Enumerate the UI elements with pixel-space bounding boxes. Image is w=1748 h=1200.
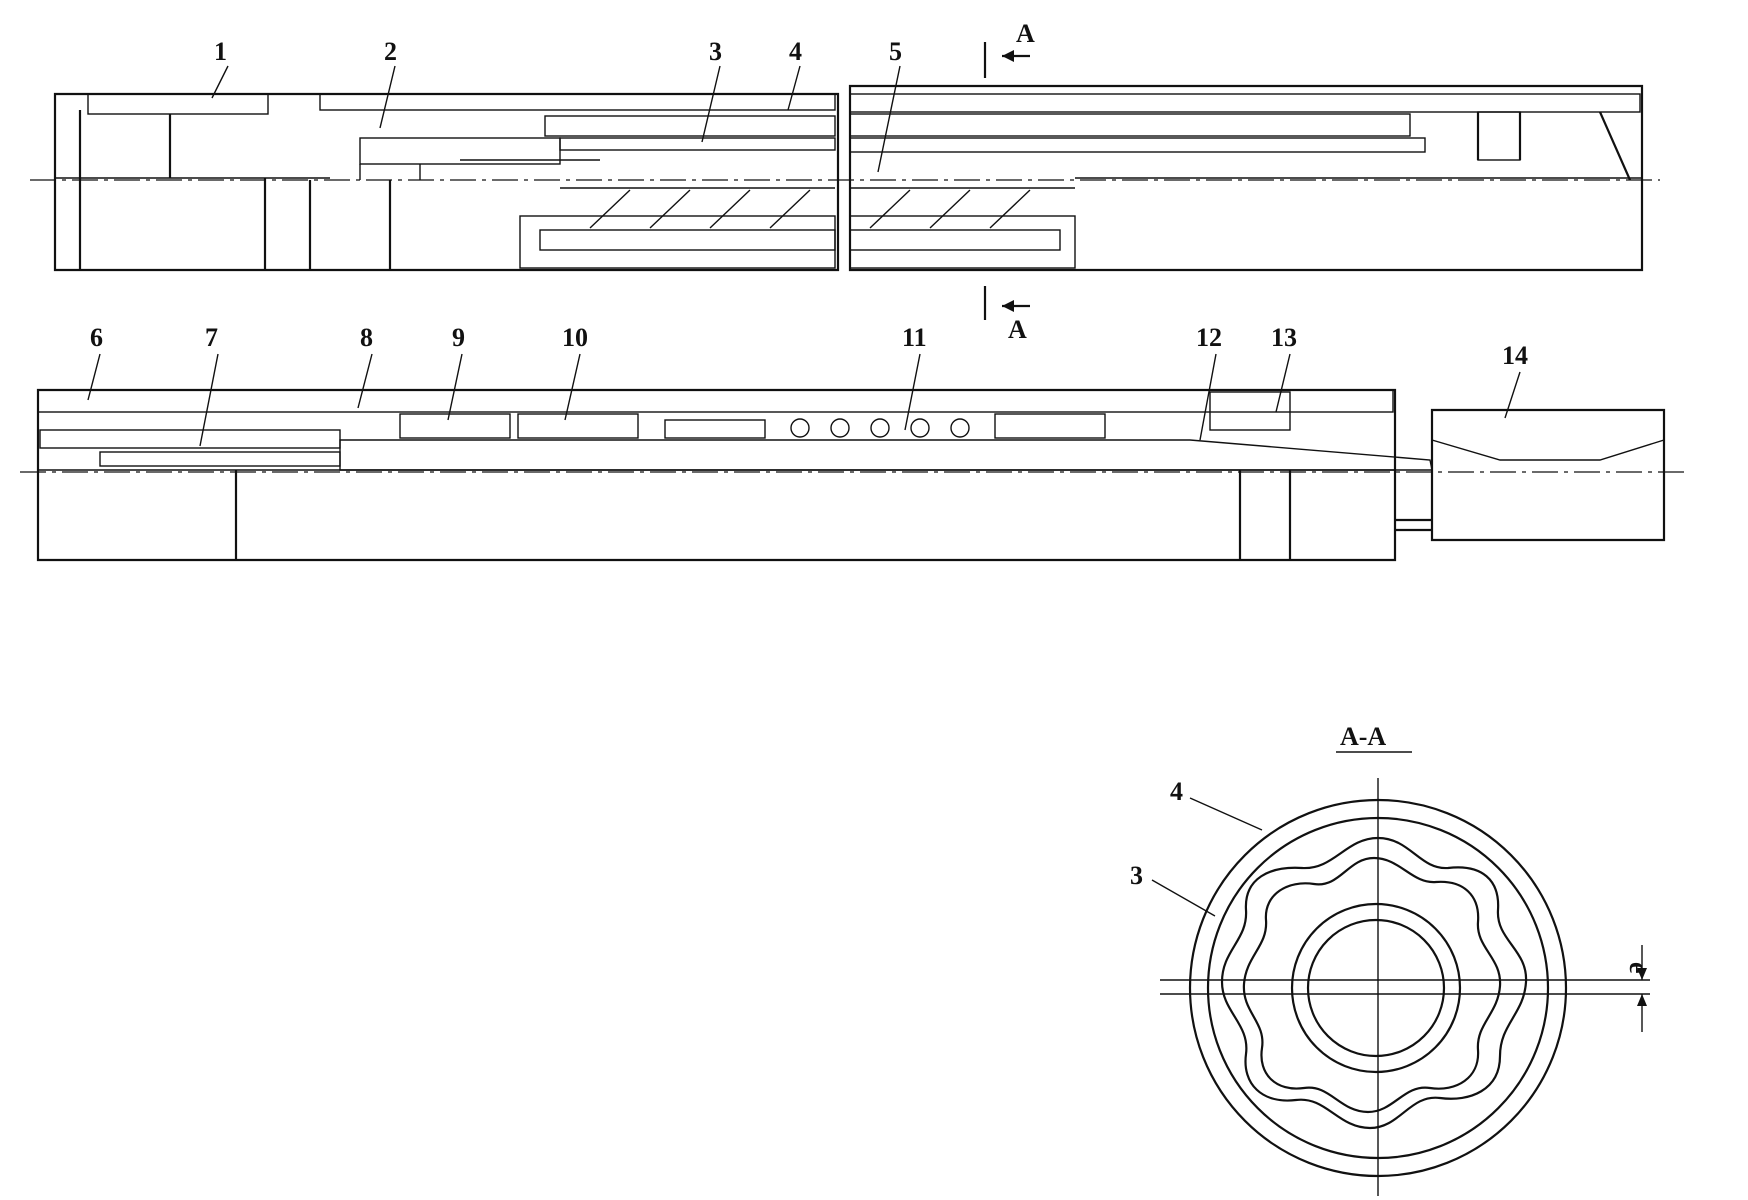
callout-2: 2 (384, 37, 397, 66)
callout-8: 8 (360, 323, 373, 352)
callout-5: 5 (889, 37, 902, 66)
callout-10: 10 (562, 323, 588, 352)
callout-11: 11 (902, 323, 927, 352)
section-a-a: A-A e (1151, 722, 1653, 1196)
section-marker-top: A (1016, 19, 1035, 48)
callout-6: 6 (90, 323, 103, 352)
section-marker-bottom: A (1008, 315, 1027, 344)
callout-13: 13 (1271, 323, 1297, 352)
callout-1: 1 (214, 37, 227, 66)
callout-12: 12 (1196, 323, 1222, 352)
dimension-e: e (1624, 962, 1653, 974)
section-title: A-A (1340, 722, 1386, 751)
bottom-assembly (20, 353, 1690, 562)
callout-section-3: 3 (1130, 861, 1143, 890)
callout-4: 4 (789, 37, 802, 66)
callout-section-4: 4 (1170, 777, 1183, 806)
callout-7: 7 (205, 323, 218, 352)
top-assembly: A A (30, 19, 1660, 344)
callout-9: 9 (452, 323, 465, 352)
callout-3: 3 (709, 37, 722, 66)
callout-14: 14 (1502, 341, 1528, 370)
